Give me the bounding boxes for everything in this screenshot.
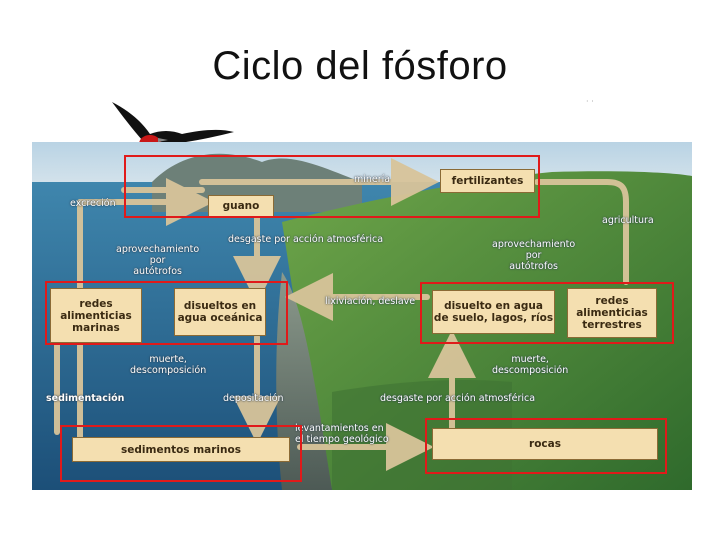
label-sedimentation: sedimentación [46, 393, 125, 404]
label-excretion: excreción [70, 198, 116, 209]
dissolved-ocean-box: disueltos en agua oceánica [174, 288, 266, 336]
fertilizers-box: fertilizantes [440, 169, 535, 193]
dissolved-soil-box: disuelto en agua de suelo, lagos, ríos [432, 290, 555, 334]
highlight-terrestrial-webs [420, 282, 674, 344]
phosphorus-cycle-diagram: guano fertilizantes redes alimenticias m… [32, 142, 692, 490]
highlight-rocks [425, 418, 667, 474]
slide-title: Ciclo del fósforo [212, 44, 508, 88]
label-leaching: lixiviación, deslave [325, 296, 416, 307]
label-weathering-top: desgaste por acción atmosférica [228, 234, 384, 245]
label-uptake-marine: aprovechamiento por autótrofos [116, 244, 200, 277]
label-uplift: levantamientos en el tiempo geológico [295, 423, 389, 445]
label-mining: minería [354, 174, 391, 185]
label-death-marine: muerte, descomposición [130, 354, 207, 376]
highlight-fertilizers-guano [124, 155, 540, 218]
rocks-box: rocas [432, 428, 658, 460]
label-agriculture: agricultura [602, 215, 654, 226]
label-deposition: depositación [223, 393, 284, 404]
highlight-marine-webs [45, 281, 288, 345]
page-mark: · · [586, 97, 594, 106]
label-uptake-terrestrial: aprovechamiento por autótrofos [492, 239, 576, 272]
label-weathering-bottom: desgaste por acción atmosférica [380, 393, 536, 404]
terrestrial-food-webs-box: redes alimenticias terrestres [567, 288, 657, 338]
highlight-marine-sediments [60, 425, 302, 482]
label-death-terrestrial: muerte, descomposición [492, 354, 569, 376]
guano-box: guano [208, 195, 274, 217]
marine-sediments-box: sedimentos marinos [72, 437, 290, 462]
marine-food-webs-box: redes alimenticias marinas [50, 288, 142, 343]
